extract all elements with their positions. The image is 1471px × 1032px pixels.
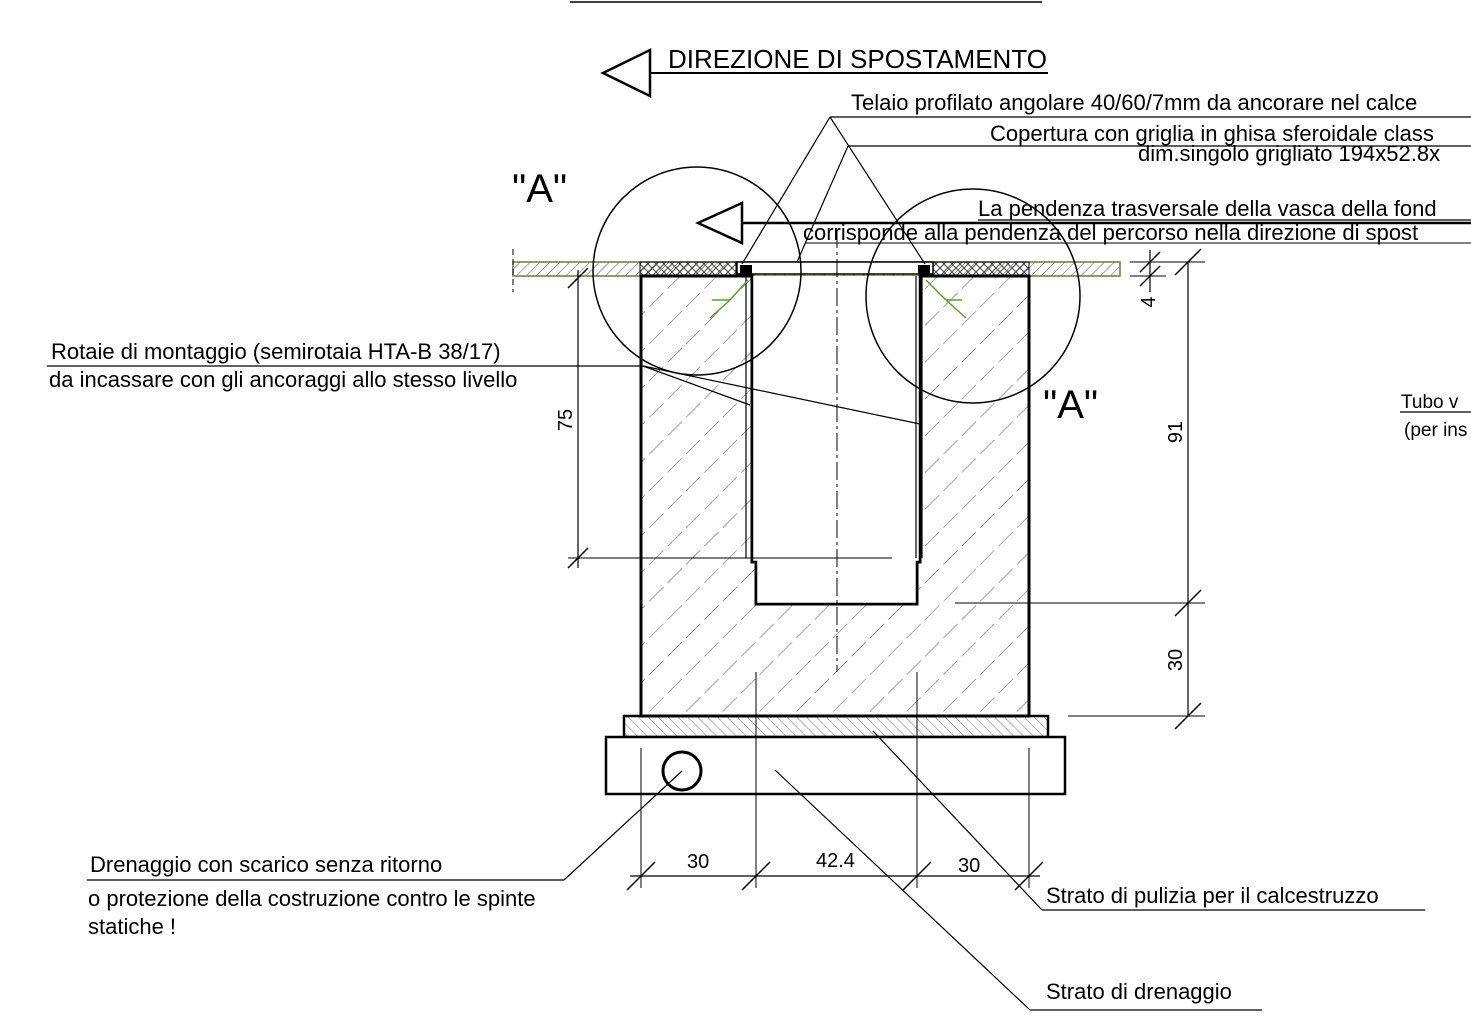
detail-marker-a-left: "A" bbox=[512, 167, 567, 211]
dim-4-label: 4 bbox=[1138, 296, 1160, 307]
dim-30-bottom-label: 30 bbox=[958, 855, 980, 877]
layer-leaders bbox=[774, 730, 1425, 1011]
concrete-channel bbox=[639, 230, 1031, 718]
callout-rotaie-2: da incassare con gli ancoraggi allo stes… bbox=[49, 367, 517, 392]
drainage-leader bbox=[87, 770, 683, 881]
dim-30-right-label: 30 bbox=[1165, 649, 1187, 671]
direction-arrow bbox=[600, 47, 1048, 99]
direction-title: DIREZIONE DI SPOSTAMENTO bbox=[668, 44, 1047, 74]
detail-circle-left bbox=[592, 166, 802, 376]
callout-pendenza-2: corrisponde alla pendenza del percorso n… bbox=[803, 220, 1418, 245]
dim-91-label: 91 bbox=[1165, 421, 1187, 443]
dimension-75 bbox=[567, 267, 892, 569]
lean-concrete-layer bbox=[622, 714, 1050, 739]
dim-30-left-label: 30 bbox=[687, 851, 709, 873]
callout-tubo-2: (per ins bbox=[1404, 420, 1467, 441]
callout-strato-drenaggio: Strato di drenaggio bbox=[1046, 979, 1232, 1004]
rails-leader bbox=[47, 365, 921, 425]
detail-circle-right bbox=[865, 188, 1081, 404]
dimension-right bbox=[955, 248, 1205, 730]
callout-pendenza-1: La pendenza trasversale della vasca dell… bbox=[978, 196, 1437, 221]
callout-drenaggio-3: statiche ! bbox=[88, 914, 176, 939]
callout-rotaie-1: Rotaie di montaggio (semirotaia HTA-B 38… bbox=[51, 339, 501, 364]
callout-drenaggio-1: Drenaggio con scarico senza ritorno bbox=[90, 852, 442, 877]
callout-tubo-1: Tubo v bbox=[1401, 392, 1459, 413]
dim-75-label: 75 bbox=[555, 409, 577, 431]
slope-arrow bbox=[694, 201, 1471, 245]
top-leaders bbox=[741, 116, 1471, 265]
callout-telaio: Telaio profilato angolare 40/60/7mm da a… bbox=[851, 90, 1417, 115]
callout-strato-pulizia: Strato di pulizia per il calcestruzzo bbox=[1046, 883, 1379, 908]
dim-42-label: 42.4 bbox=[816, 850, 855, 872]
callout-copertura: Copertura con griglia in ghisa sferoidal… bbox=[990, 121, 1434, 146]
callout-drenaggio-2: o protezione della costruzione contro le… bbox=[88, 886, 536, 911]
detail-marker-a-right: "A" bbox=[1043, 383, 1098, 427]
callout-grigliato: dim.singolo grigliato 194x52.8x bbox=[1138, 141, 1440, 166]
dimension-bottom bbox=[626, 672, 1044, 891]
